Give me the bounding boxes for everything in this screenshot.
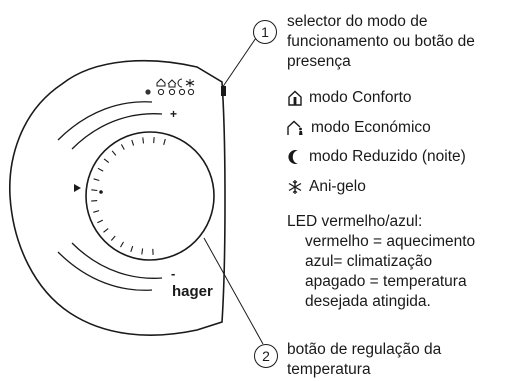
knob-tick	[97, 167, 104, 172]
callout-1-label-line-3: presença	[287, 53, 351, 70]
mode-comfort-label: modo Conforto	[309, 89, 412, 106]
callout-1-leader	[221, 31, 261, 89]
decorative-curves	[57, 101, 163, 291]
knob-tick	[103, 158, 110, 164]
knob-tick	[97, 219, 104, 224]
temperature-knob	[85, 131, 215, 261]
led-line-blue: azul= climatização	[305, 253, 433, 270]
callout-2-label-line-2: temperatura	[287, 361, 371, 378]
knob-plus-label: +	[170, 107, 177, 121]
led-indicator	[145, 89, 151, 95]
knob-tick	[142, 137, 145, 144]
economy-mode-icon	[287, 120, 303, 135]
reduced-night-mode-icon	[288, 150, 298, 164]
led-line-red: vermelho = aquecimento	[305, 233, 476, 250]
knob-tick	[91, 200, 98, 202]
callout-2-leader	[203, 237, 264, 345]
brand-logo: hager	[172, 283, 213, 300]
mode-reduced-row: modo Reduzido (noite)	[287, 147, 466, 167]
callout-1-label-line-2: funcionamento ou botão de	[287, 33, 475, 50]
indicator-arrow-icon	[74, 184, 81, 192]
led-title: LED vermelho/azul:	[287, 213, 423, 230]
frost-protection-icon	[288, 180, 302, 194]
knob-tick	[130, 245, 134, 252]
thermostat-body	[9, 59, 226, 336]
mode-economy-row: modo Económico	[287, 118, 431, 138]
knob-tick	[93, 210, 100, 213]
knob-marker-dot	[99, 190, 103, 194]
comfort-mode-icon	[288, 90, 302, 106]
knob-tick	[91, 189, 98, 192]
led-line-off-2: desejada atingida.	[305, 293, 431, 310]
callout-1-label-line-1: selector do modo de	[287, 13, 428, 30]
knob-tick	[111, 150, 117, 156]
knob-tick	[110, 235, 116, 241]
knob-tick	[163, 138, 166, 145]
knob-tick	[103, 228, 109, 233]
callout-2-label-line-1: botão de regulação da	[287, 341, 442, 358]
device-mode-icons	[156, 78, 195, 96]
knob-tick	[141, 248, 144, 255]
mode-reduced-label: modo Reduzido (noite)	[309, 148, 466, 165]
knob-scale-ticks	[91, 137, 166, 255]
mode-selector-slider	[221, 86, 226, 96]
led-line-off: apagado = temperatura	[305, 273, 467, 290]
knob-tick	[120, 144, 125, 150]
mode-comfort-row: modo Conforto	[287, 88, 412, 108]
knob-tick	[131, 139, 135, 146]
mode-frost-row: Ani-gelo	[287, 177, 366, 197]
callout-1-number: 1	[253, 20, 277, 44]
mode-economy-label: modo Económico	[311, 119, 431, 136]
callout-2-number: 2	[254, 344, 278, 368]
knob-minus-label: -	[171, 266, 175, 281]
knob-tick	[93, 178, 100, 182]
mode-frost-label: Ani-gelo	[309, 178, 366, 195]
knob-tick	[120, 241, 124, 248]
